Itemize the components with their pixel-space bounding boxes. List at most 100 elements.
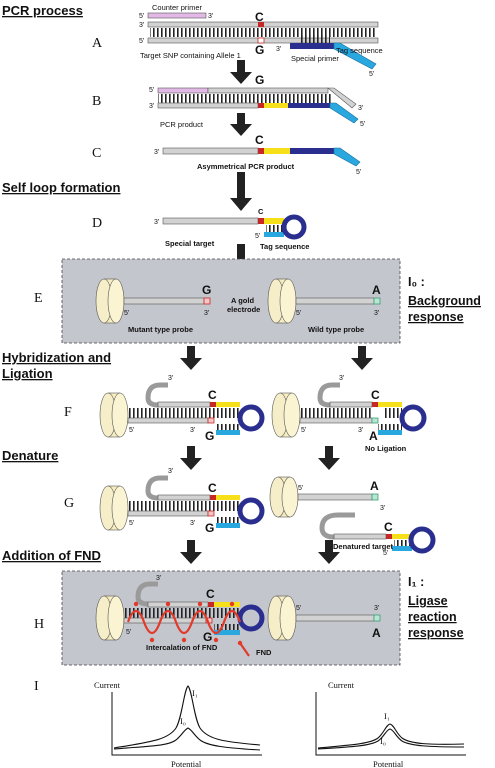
svg-text:5': 5' (129, 427, 134, 434)
left-x-axis-label: Potential (171, 759, 202, 768)
step-label-i: I (34, 679, 39, 694)
svg-text:3': 3' (168, 468, 173, 475)
svg-text:3': 3' (374, 310, 379, 317)
fnd-legend-label: FND (256, 648, 272, 657)
svg-text:5': 5' (139, 38, 144, 45)
step-label-b: B (92, 94, 101, 109)
svg-text:5': 5' (255, 233, 260, 240)
svg-text:I₁ :: I₁ : (408, 575, 424, 589)
right-x-axis-label: Potential (373, 759, 404, 768)
svg-text:5': 5' (139, 13, 144, 20)
svg-text:C: C (258, 207, 264, 216)
voltammogram-left: Current I₁ I₀ Potential (94, 680, 262, 768)
svg-text:3': 3' (339, 375, 344, 382)
gold-electrode-label: A gold (231, 296, 254, 305)
gold-electrode-label-2: electrode (227, 305, 260, 314)
svg-text:5': 5' (149, 87, 154, 94)
svg-text:5': 5' (124, 310, 129, 317)
svg-text:3': 3' (204, 310, 209, 317)
step-a-graphic: Counter primer 5' 3' 3' 5' C G Target SN… (139, 3, 383, 78)
step-d-graphic: C 3' 5' Special target Tag sequence (154, 207, 309, 251)
step-b-graphic: G 5' 3' 3' 5' PCR product (149, 73, 365, 129)
svg-text:C: C (208, 388, 217, 402)
header-self-loop: Self loop formation (2, 180, 121, 195)
step-label-g: G (64, 496, 74, 511)
step-label-c: C (92, 146, 101, 161)
svg-text:I₀: I₀ (180, 716, 186, 726)
svg-text:5': 5' (360, 121, 365, 128)
svg-text:3': 3' (358, 427, 363, 434)
svg-text:3': 3' (139, 22, 144, 29)
svg-text:C: C (255, 10, 264, 24)
svg-text:3': 3' (380, 505, 385, 512)
step-h-panel: 3' C G 5' Intercalation of FND FND 5' 3'… (61, 570, 401, 666)
svg-text:5': 5' (296, 310, 301, 317)
svg-text:response: response (408, 626, 464, 640)
svg-text:Background: Background (408, 294, 481, 308)
ligase-response-label: I₁ : Ligase reaction response (408, 575, 464, 640)
arrow-e-f-right (351, 346, 373, 370)
arrow-b-c (230, 113, 252, 136)
step-label-h: H (34, 617, 44, 632)
svg-text:3': 3' (208, 13, 213, 20)
svg-text:A: A (372, 626, 381, 640)
svg-text:5': 5' (383, 550, 388, 557)
svg-text:reaction: reaction (408, 610, 457, 624)
svg-text:3': 3' (149, 103, 154, 110)
svg-text:3': 3' (358, 105, 363, 112)
svg-text:3': 3' (156, 575, 161, 582)
svg-text:I₀ :: I₀ : (408, 275, 425, 289)
svg-text:3': 3' (168, 375, 173, 382)
special-target-label: Special target (165, 239, 215, 248)
step-label-a: A (92, 36, 103, 51)
header-addition-fnd: Addition of FND (2, 548, 101, 563)
step-f-right: 3' C A 5' 3' No Ligation (271, 375, 427, 453)
asymmetrical-pcr-label: Asymmetrical PCR product (197, 162, 295, 171)
header-denature: Denature (2, 448, 58, 463)
tag-sequence-label-a: Tag sequence (336, 46, 383, 55)
step-f-left: 3' C G 5' 3' (99, 375, 265, 443)
no-ligation-label: No Ligation (365, 444, 407, 453)
svg-text:Ligase: Ligase (408, 594, 448, 608)
special-primer-label: Special primer (291, 54, 339, 63)
svg-text:C: C (206, 587, 215, 601)
arrow-g-h-right (318, 540, 340, 564)
left-y-axis-label: Current (94, 680, 121, 690)
wild-probe-label: Wild type probe (308, 325, 364, 334)
svg-text:5': 5' (126, 629, 131, 636)
svg-text:A: A (370, 479, 379, 493)
svg-text:3': 3' (154, 149, 159, 156)
svg-text:I₁: I₁ (192, 688, 198, 698)
svg-text:C: C (371, 388, 380, 402)
counter-primer-label: Counter primer (152, 3, 203, 12)
svg-text:5': 5' (129, 520, 134, 527)
tag-sequence-label-d: Tag sequence (260, 242, 309, 251)
header-ligation: Ligation (2, 366, 53, 381)
header-hybridization: Hybridization and (2, 350, 111, 365)
svg-text:A: A (369, 429, 378, 443)
svg-text:3': 3' (154, 219, 159, 226)
step-g-right: A 5' 3' C 5' Denatured target (269, 476, 436, 557)
step-label-e: E (34, 291, 43, 306)
header-pcr-process: PCR process (2, 3, 83, 18)
svg-text:3': 3' (190, 427, 195, 434)
svg-text:G: G (202, 283, 211, 297)
right-y-axis-label: Current (328, 680, 355, 690)
step-label-d: D (92, 216, 102, 231)
svg-text:3': 3' (190, 520, 195, 527)
step-e-panel: G 5' 3' Mutant type probe A gold electro… (61, 258, 401, 344)
svg-text:response: response (408, 310, 464, 324)
pcr-product-label: PCR product (160, 120, 204, 129)
svg-text:I₁: I₁ (384, 711, 390, 721)
svg-text:I₀: I₀ (380, 736, 386, 746)
voltammogram-right: Current I₁ I₀ Potential (315, 680, 466, 768)
arrow-g-h-left (180, 540, 202, 564)
svg-text:G: G (255, 73, 264, 87)
svg-text:3': 3' (374, 605, 379, 612)
svg-text:A: A (372, 283, 381, 297)
svg-text:5': 5' (301, 427, 306, 434)
arrow-c-d (230, 172, 252, 211)
step-c-graphic: C 3' 5' Asymmetrical PCR product (154, 133, 361, 176)
arrow-e-f-left (180, 346, 202, 370)
